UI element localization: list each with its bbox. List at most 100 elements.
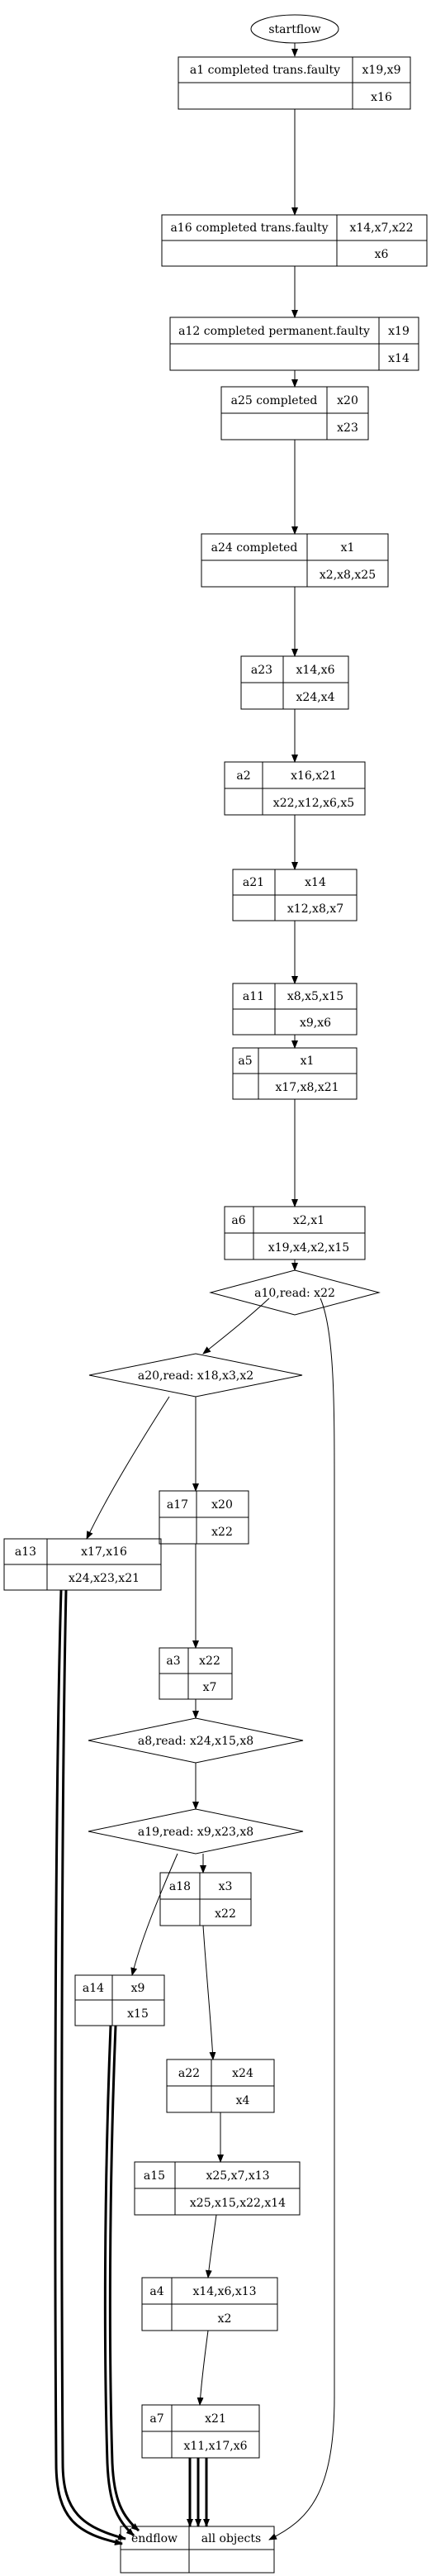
node-a16-top: x14,x7,x22 (349, 221, 413, 235)
start-label: startflow (268, 23, 320, 36)
node-a1-bottom: x16 (371, 91, 392, 104)
node-a18-bottom: x22 (215, 1907, 236, 1921)
edge-a13-end-2 (60, 1589, 126, 2540)
node-a15-label: a15 (144, 2169, 165, 2183)
node-a15-bottom: x25,x15,x22,x14 (190, 2197, 286, 2210)
node-a18-top: x3 (219, 1880, 233, 1893)
end-label: endflow (131, 2532, 178, 2545)
node-a12-bottom: x14 (388, 352, 410, 365)
node-a12-top: x19 (388, 325, 410, 338)
node-a5-label: a5 (238, 1055, 252, 1068)
node-a23-top: x14,x6 (296, 664, 335, 677)
node-a22-label: a22 (178, 2067, 200, 2080)
start-node: startflow (250, 14, 339, 44)
node-a16-bottom: x6 (375, 248, 389, 261)
node-a5-top: x1 (301, 1055, 315, 1068)
node-a13-label: a13 (15, 1545, 36, 1559)
node-a7-label: a7 (149, 2412, 163, 2426)
node-a21-label: a21 (243, 876, 264, 889)
node-a23-bottom: x24,x4 (296, 691, 335, 704)
node-a2-bottom: x22,x12,x6,x5 (273, 797, 354, 810)
node-a22-top: x24 (232, 2067, 253, 2080)
decision-a19: a19,read: x9,x23,x8 (88, 1808, 304, 1855)
node-a12: a12 completed permanent.faulty x19 x14 (169, 317, 419, 371)
node-a2-label: a2 (236, 769, 250, 783)
node-a6: a6 x2,x1 x19,x4,x2,x15 (224, 1206, 366, 1260)
decision-a20-label: a20,read: x18,x3,x2 (138, 1369, 253, 1383)
node-a14-bottom: x15 (127, 2007, 149, 2021)
node-a6-label: a6 (231, 1214, 245, 1227)
node-a7: a7 x21 x11,x17,x6 (141, 2404, 260, 2459)
node-a24: a24 completed x1 x2,x8,x25 (201, 533, 389, 588)
edges (54, 43, 335, 2545)
node-a4-top: x14,x6,x13 (192, 2285, 256, 2298)
node-a13-bottom: x24,x23,x21 (69, 1572, 140, 1585)
node-a17-label: a17 (167, 1498, 188, 1512)
edge-a14-end-1 (103, 2025, 135, 2537)
node-a7-top: x21 (205, 2412, 226, 2426)
node-a21: a21 x14 x12,x8,x7 (232, 869, 358, 921)
node-a22: a22 x24 x4 (166, 2059, 275, 2113)
node-a21-top: x14 (305, 876, 326, 889)
node-a3-label: a3 (166, 1655, 180, 1668)
node-a5-bottom: x17,x8,x21 (275, 1081, 339, 1094)
edge-a15-a4 (205, 2214, 217, 2278)
node-a15-top: x25,x7,x13 (206, 2169, 269, 2183)
node-a17-top: x20 (211, 1498, 233, 1512)
node-a25-top: x20 (337, 394, 358, 407)
node-a11-bottom: x9,x6 (300, 1017, 331, 1030)
node-a24-top: x1 (341, 541, 355, 555)
node-a3-top: x22 (199, 1655, 220, 1668)
node-a12-label: a12 completed permanent.faulty (178, 325, 370, 338)
edge-a10-end (268, 1298, 335, 2540)
decision-a20: a20,read: x18,x3,x2 (88, 1353, 303, 1398)
decision-a8: a8,read: x24,x15,x8 (88, 1717, 304, 1764)
node-a24-bottom: x2,x8,x25 (320, 569, 376, 582)
node-a6-bottom: x19,x4,x2,x15 (268, 1241, 349, 1255)
node-a17-bottom: x22 (211, 1526, 233, 1539)
edge-a14-end-2 (108, 2025, 140, 2532)
node-a25-label: a25 completed (231, 394, 318, 407)
node-a11-top: x8,x5,x15 (287, 990, 343, 1003)
edge-a13-end-1 (54, 1589, 123, 2545)
node-a5: a5 x1 x17,x8,x21 (232, 1047, 358, 1100)
node-a11: a11 x8,x5,x15 x9,x6 (232, 983, 358, 1036)
decision-a19-label: a19,read: x9,x23,x8 (138, 1826, 253, 1839)
node-a13: a13 x17,x16 x24,x23,x21 (3, 1538, 162, 1591)
node-a1-top: x19,x9 (362, 64, 401, 77)
node-a22-bottom: x4 (236, 2094, 250, 2107)
node-a18: a18 x3 x22 (159, 1872, 252, 1926)
node-a7-bottom: x11,x17,x6 (183, 2440, 247, 2453)
edge-a4-a7 (197, 2330, 209, 2406)
node-a14-label: a14 (83, 1982, 104, 1995)
node-a14-top: x9 (131, 1982, 145, 1995)
node-a4-label: a4 (149, 2285, 163, 2298)
node-a23: a23 x14,x6 x24,x4 (240, 655, 349, 710)
node-a14: a14 x9 x15 (74, 1974, 165, 2026)
decision-a8-label: a8,read: x24,x15,x8 (138, 1735, 253, 1748)
node-a21-bottom: x12,x8,x7 (287, 902, 343, 916)
node-a2-top: x16,x21 (291, 769, 337, 783)
node-a16-label: a16 completed trans.faulty (170, 221, 328, 235)
node-a3: a3 x22 x7 (159, 1647, 233, 1700)
edge-a18-a22 (202, 1925, 216, 2060)
node-a6-top: x2,x1 (293, 1214, 324, 1227)
end-value: all objects (201, 2532, 261, 2545)
node-a25: a25 completed x20 x23 (220, 386, 369, 440)
node-a3-bottom: x7 (203, 1681, 217, 1694)
node-a18-label: a18 (169, 1880, 191, 1893)
edge-a20-a13 (86, 1396, 170, 1540)
end-node: endflow all objects (120, 2526, 275, 2574)
decision-a10: a10,read: x22 (209, 1269, 381, 1316)
node-a11-label: a11 (243, 990, 264, 1003)
decision-a10-label: a10,read: x22 (254, 1287, 335, 1300)
edge-a19-a14 (130, 1853, 178, 1976)
node-a16: a16 completed trans.faulty x14,x7,x22 x6 (161, 214, 428, 267)
node-a17: a17 x20 x22 (159, 1490, 249, 1545)
node-a1-label: a1 completed trans.faulty (190, 64, 340, 77)
node-a1: a1 completed trans.faulty x19,x9 x16 (178, 56, 411, 110)
node-a25-bottom: x23 (337, 421, 358, 435)
node-a23-label: a23 (251, 664, 272, 677)
node-a4: a4 x14,x6,x13 x2 (141, 2277, 278, 2331)
